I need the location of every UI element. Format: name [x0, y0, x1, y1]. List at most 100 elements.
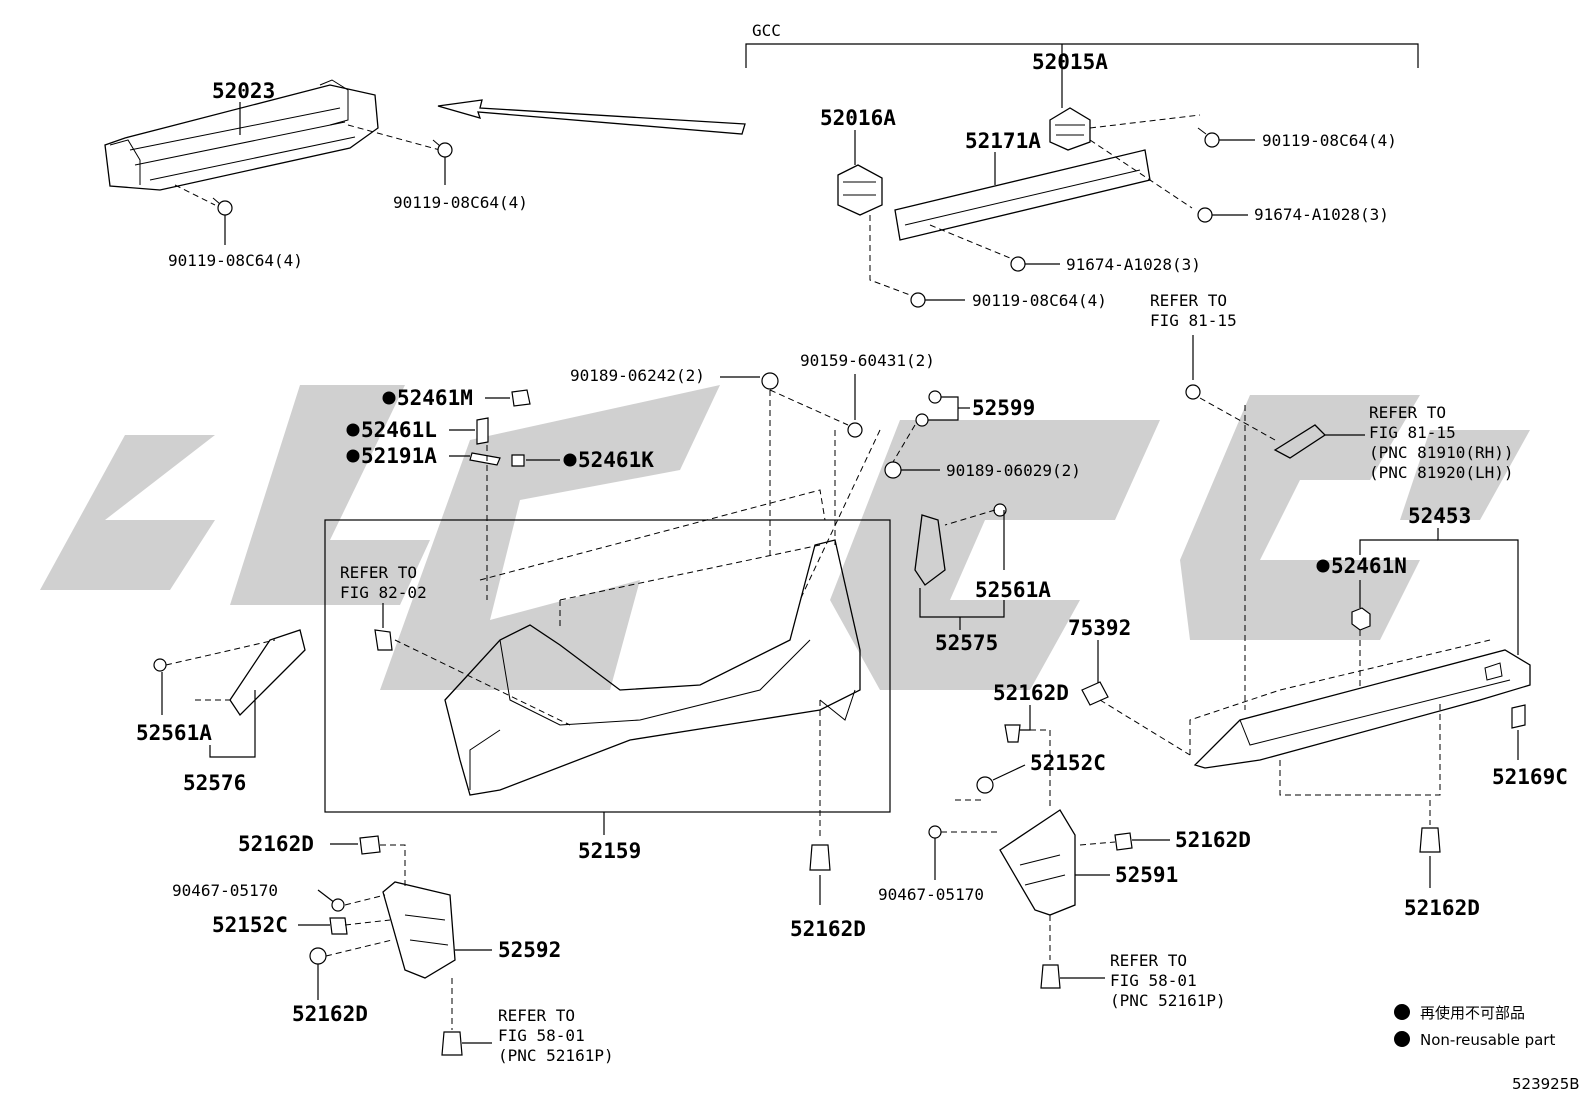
ref-58-01-left-line3: (PNC 52161P) — [498, 1046, 614, 1065]
bolt-90119-right-b[interactable] — [910, 292, 926, 308]
label-52191A: 52191A — [361, 444, 437, 468]
label-52171A: 52171A — [965, 129, 1041, 153]
bolt-91674-b[interactable] — [1010, 256, 1026, 272]
clip-fig-58-01-right[interactable] — [1040, 964, 1061, 989]
clip-52152C-mid[interactable] — [976, 776, 994, 794]
bracket-52592[interactable] — [382, 881, 456, 979]
label-91674-a: 91674-A1028(3) — [1254, 205, 1389, 224]
gcc-bumper-reinforcement-52171A[interactable] — [894, 149, 1151, 241]
bracket-52015A[interactable] — [1049, 107, 1091, 151]
clip-52162D-r2[interactable] — [1114, 832, 1133, 851]
clip-lamp-mount[interactable] — [1185, 384, 1201, 400]
label-52453: 52453 — [1408, 504, 1471, 528]
label-91674-b: 91674-A1028(3) — [1066, 255, 1201, 274]
bumper-cover-callout-box — [324, 519, 891, 813]
bolt-90119-right-a[interactable] — [1197, 127, 1220, 148]
label-52591: 52591 — [1115, 863, 1178, 887]
label-52162D-left-top: 52162D — [238, 832, 314, 856]
label-52152C-left: 52152C — [212, 913, 288, 937]
label-52599: 52599 — [972, 396, 1035, 420]
bracket-52016A[interactable] — [837, 164, 883, 216]
bolt-90119-left-b[interactable] — [212, 197, 233, 216]
label-52461M: 52461M — [397, 386, 473, 410]
label-90159-60431: 90159-60431(2) — [800, 351, 935, 370]
label-52015A: 52015A — [1032, 50, 1108, 74]
clip-52152C-left[interactable] — [329, 917, 348, 935]
label-52461L: 52461L — [361, 418, 437, 442]
pad-52191A[interactable] — [469, 452, 501, 466]
label-52023: 52023 — [212, 79, 275, 103]
ref-58-01-left: REFER TO FIG 58-01 (PNC 52161P) — [498, 1006, 614, 1065]
ref-81-15-lamp-line4: (PNC 81920(LH)) — [1369, 463, 1514, 482]
label-52592: 52592 — [498, 938, 561, 962]
bolt-90467-left[interactable] — [331, 898, 345, 912]
ref-58-01-right-line1: REFER TO — [1110, 951, 1187, 970]
ref-81-15-top-line2: FIG 81-15 — [1150, 311, 1237, 330]
clip-52162D-left-top[interactable] — [359, 835, 381, 855]
pad-52461L[interactable] — [476, 417, 489, 445]
pad-52461K[interactable] — [511, 454, 525, 467]
label-90119-left-b: 90119-08C64(4) — [168, 251, 303, 270]
clip-52162D-mid[interactable] — [1004, 724, 1021, 743]
label-52561A-left: 52561A — [136, 721, 212, 745]
bolt-91674-a[interactable] — [1197, 207, 1213, 223]
screw-52561A-left[interactable] — [153, 658, 167, 672]
ref-81-15-lamp: REFER TO FIG 81-15 (PNC 81910(RH)) (PNC … — [1369, 403, 1523, 482]
ref-58-01-right-line2: FIG 58-01 — [1110, 971, 1197, 990]
clip-52162D-center[interactable] — [809, 844, 831, 871]
label-75392: 75392 — [1068, 616, 1131, 640]
ref-58-01-right: REFER TO FIG 58-01 (PNC 52161P) — [1110, 951, 1226, 1010]
legend-japanese: 再使用不可部品 — [1420, 1004, 1525, 1022]
clip-52162D-far-right[interactable] — [1419, 827, 1441, 853]
clip-90189-06242[interactable] — [761, 372, 779, 390]
label-90467-left: 90467-05170 — [172, 881, 278, 900]
label-52162D-mid: 52162D — [993, 681, 1069, 705]
rear-bumper-cover-52159[interactable] — [444, 539, 861, 796]
label-90467-right: 90467-05170 — [878, 885, 984, 904]
rear-bumper-reinforcement-52023[interactable] — [104, 79, 379, 191]
ref-58-01-left-line2: FIG 58-01 — [498, 1026, 585, 1045]
screw-90159-60431[interactable] — [847, 422, 863, 438]
label-52575: 52575 — [935, 631, 998, 655]
label-52162D-far-right: 52162D — [1404, 896, 1480, 920]
direction-arrow — [437, 99, 746, 135]
bolt-90467-right[interactable] — [928, 825, 942, 839]
clip-90189-06029[interactable] — [884, 461, 902, 479]
legend-english: Non-reusable part — [1420, 1031, 1555, 1049]
label-90189-06029: 90189-06029(2) — [946, 461, 1081, 480]
label-52561A-right: 52561A — [975, 578, 1051, 602]
label-52461K: 52461K — [578, 448, 654, 472]
side-bracket-52576[interactable] — [229, 629, 306, 717]
clip-fig-58-01-left[interactable] — [441, 1031, 463, 1056]
clip-52169C[interactable] — [1511, 704, 1526, 729]
pad-52461N[interactable] — [1351, 607, 1371, 631]
label-90189-06242: 90189-06242(2) — [570, 366, 705, 385]
label-90119-right-a: 90119-08C64(4) — [1262, 131, 1397, 150]
clip-52162D-left-bot[interactable] — [309, 947, 327, 965]
gcc-bracket: GCC — [745, 21, 1419, 73]
ref-81-15-lamp-line1: REFER TO — [1369, 403, 1446, 422]
ref-82-02-line2: FIG 82-02 — [340, 583, 427, 602]
side-bracket-52575[interactable] — [914, 514, 946, 586]
watermark-logo — [40, 385, 1530, 690]
ref-81-15-top-line1: REFER TO — [1150, 291, 1227, 310]
ref-82-02: REFER TO FIG 82-02 — [340, 563, 427, 602]
label-52016A: 52016A — [820, 106, 896, 130]
clip-fig-82-02[interactable] — [374, 629, 393, 651]
ref-81-15-lamp-line2: FIG 81-15 — [1369, 423, 1456, 442]
bracket-52591[interactable] — [999, 809, 1076, 916]
ref-58-01-left-line1: REFER TO — [498, 1006, 575, 1025]
label-90119-right-b: 90119-08C64(4) — [972, 291, 1107, 310]
ref-58-01-right-line3: (PNC 52161P) — [1110, 991, 1226, 1010]
label-52162D-left-bot: 52162D — [292, 1002, 368, 1026]
figure-id: 523925B — [1512, 1075, 1580, 1093]
label-52576: 52576 — [183, 771, 246, 795]
plate-75392[interactable] — [1081, 681, 1109, 706]
pad-52461M[interactable] — [511, 389, 531, 407]
label-90119-left-a: 90119-08C64(4) — [393, 193, 528, 212]
rear-bumper-lower-cover-52453[interactable] — [1193, 649, 1531, 769]
label-52169C: 52169C — [1492, 765, 1568, 789]
clip-52599[interactable] — [915, 390, 942, 427]
